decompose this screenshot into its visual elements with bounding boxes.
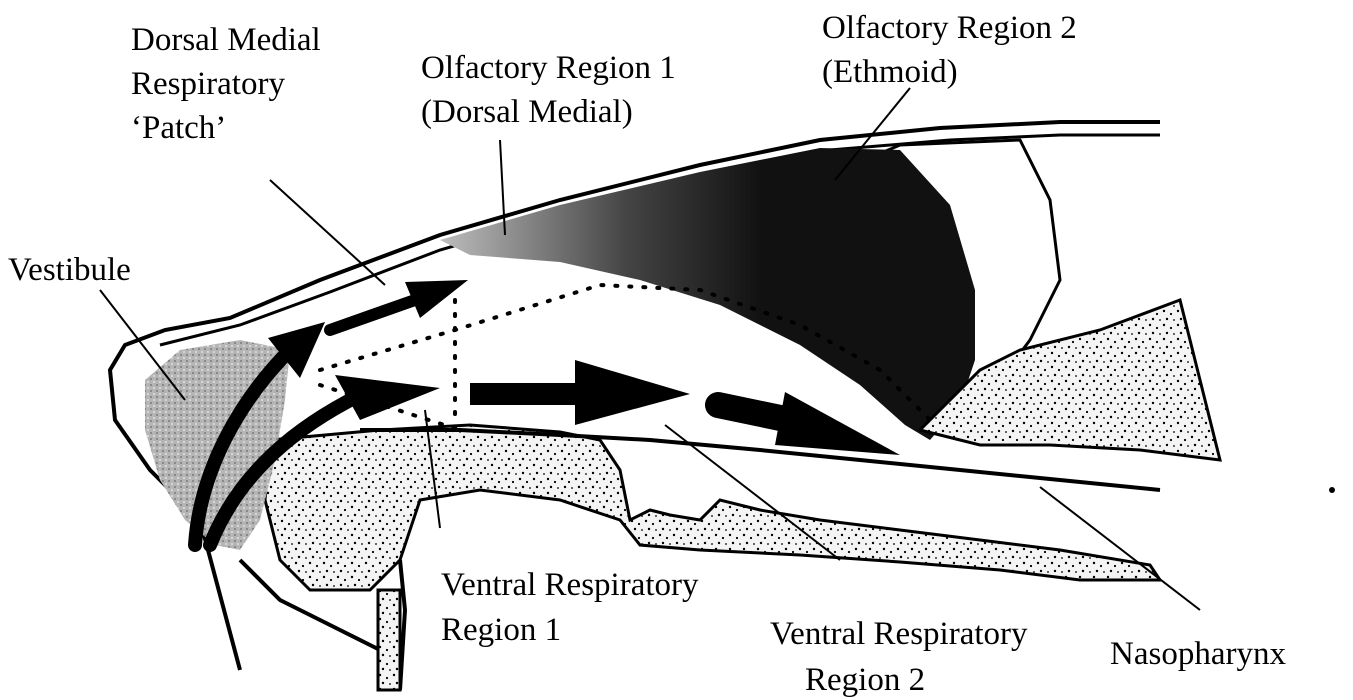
label-ventral-2-line1: Ventral Respiratory: [770, 616, 1028, 652]
label-olfactory-2-line1: Olfactory Region 2: [822, 10, 1077, 46]
label-dorsal-medial-2: Respiratory: [131, 66, 285, 102]
ventral-arrow-1-head: [575, 360, 690, 425]
label-olfactory-2-line2: (Ethmoid): [822, 54, 958, 90]
incisor: [378, 590, 400, 690]
label-nasopharynx: Nasopharynx: [1110, 636, 1286, 672]
label-ventral-2-line2: Region 2: [805, 662, 925, 698]
leader-olfactory-1: [500, 140, 505, 235]
stray-dot: [1329, 487, 1335, 493]
leader-dorsal-medial: [270, 180, 385, 285]
label-dorsal-medial-1: Dorsal Medial: [131, 22, 321, 58]
dorsal-arrow-shaft: [330, 300, 415, 330]
curved-arrow-lower-head: [335, 375, 440, 420]
label-dorsal-medial-3: ‘Patch’: [131, 110, 226, 146]
label-ventral-1-line2: Region 1: [441, 612, 561, 648]
label-olfactory-1-line2: (Dorsal Medial): [421, 94, 633, 130]
label-vestibule: Vestibule: [8, 252, 131, 288]
label-olfactory-1-line1: Olfactory Region 1: [421, 50, 676, 86]
ventral-arrow-2-shaft: [718, 405, 790, 420]
label-ventral-1-line1: Ventral Respiratory: [441, 567, 699, 603]
dorsal-arrow-head: [405, 280, 468, 318]
leader-nasopharynx: [1040, 487, 1200, 610]
